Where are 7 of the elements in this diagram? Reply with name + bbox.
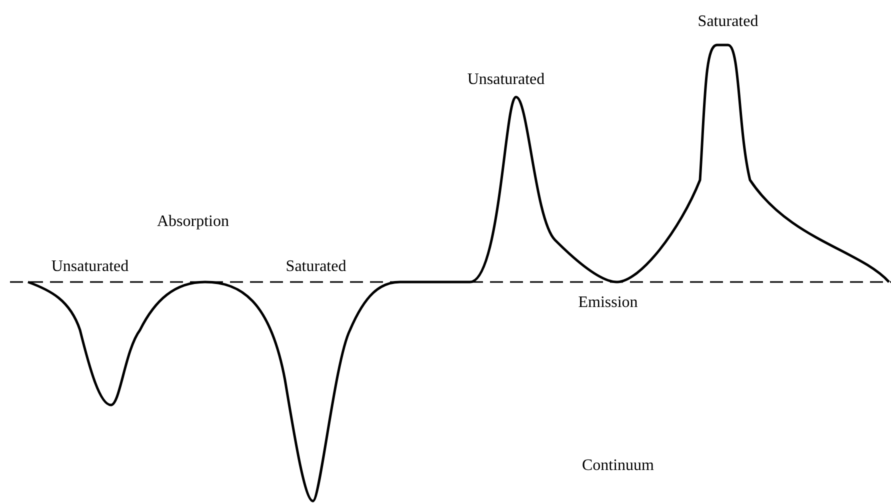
region-label: Absorption (157, 214, 229, 230)
region-label: Emission (578, 295, 638, 311)
region-label: Continuum (582, 458, 654, 474)
peak-label: Saturated (698, 14, 758, 30)
dip-label: Unsaturated (51, 259, 129, 275)
dip-label: Saturated (286, 259, 346, 275)
peak-label: Unsaturated (467, 72, 545, 88)
